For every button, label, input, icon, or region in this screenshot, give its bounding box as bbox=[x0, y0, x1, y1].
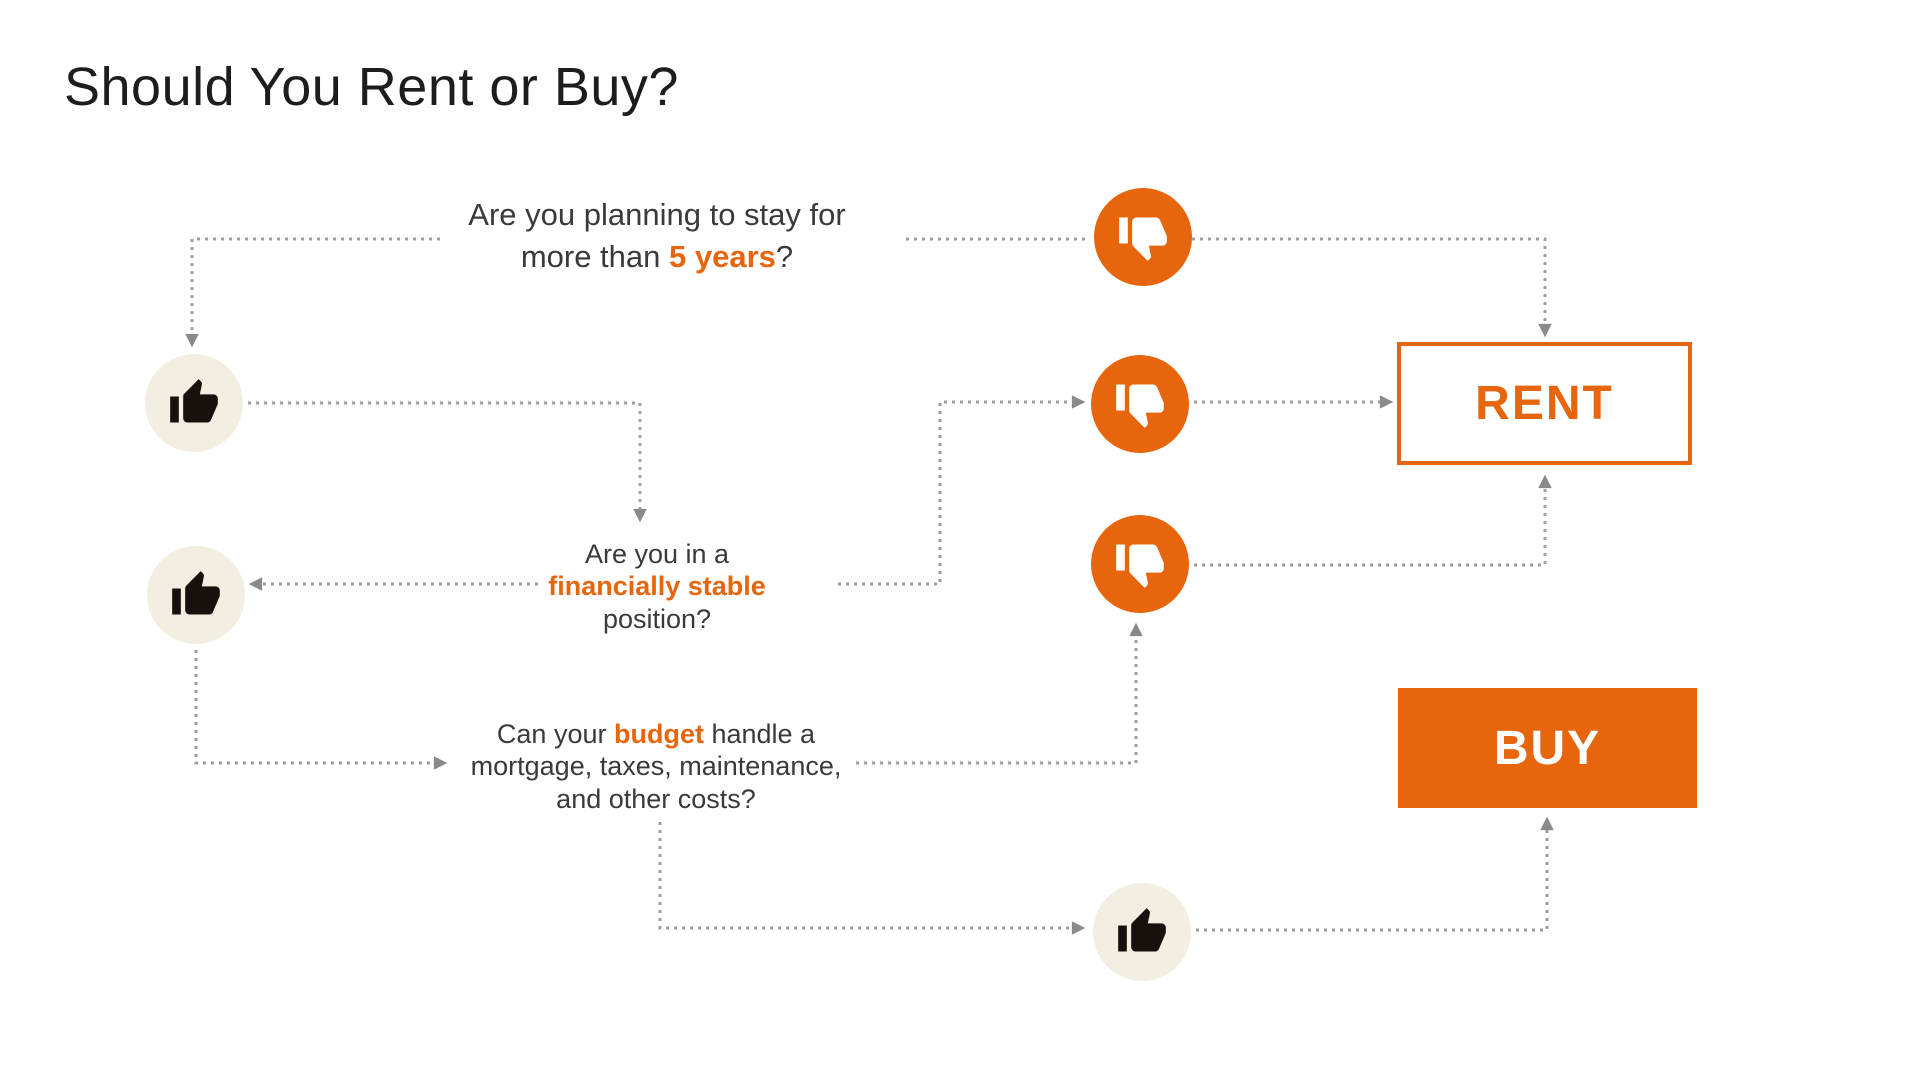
connector-q3-yes-to-thumbs-up-3 bbox=[658, 822, 1086, 935]
page-title: Should You Rent or Buy? bbox=[64, 57, 679, 117]
connector-q1-yes-to-thumbs-up-1 bbox=[185, 237, 440, 348]
connector-thumbs-down-1-to-rent bbox=[1192, 237, 1552, 338]
thumbs-down-icon bbox=[1091, 355, 1189, 453]
connector-thumbs-up-1-to-q2 bbox=[248, 401, 647, 523]
connector-thumbs-up-2-to-q3 bbox=[194, 650, 448, 770]
thumbs-up-icon bbox=[145, 354, 243, 452]
connector-q2-no-to-thumbs-down-2 bbox=[838, 395, 1086, 586]
thumbs-up-icon bbox=[147, 546, 245, 644]
connector-thumbs-up-3-to-buy bbox=[1196, 816, 1554, 932]
connector-q3-no-to-thumbs-down-3 bbox=[856, 622, 1143, 765]
connector-thumbs-down-3-to-rent bbox=[1194, 474, 1552, 567]
rent-outcome-box: RENT bbox=[1397, 342, 1692, 465]
thumbs-down-icon bbox=[1091, 515, 1189, 613]
thumbs-up-icon bbox=[1093, 883, 1191, 981]
thumbs-down-icon bbox=[1094, 188, 1192, 286]
buy-outcome-box: BUY bbox=[1398, 688, 1697, 808]
